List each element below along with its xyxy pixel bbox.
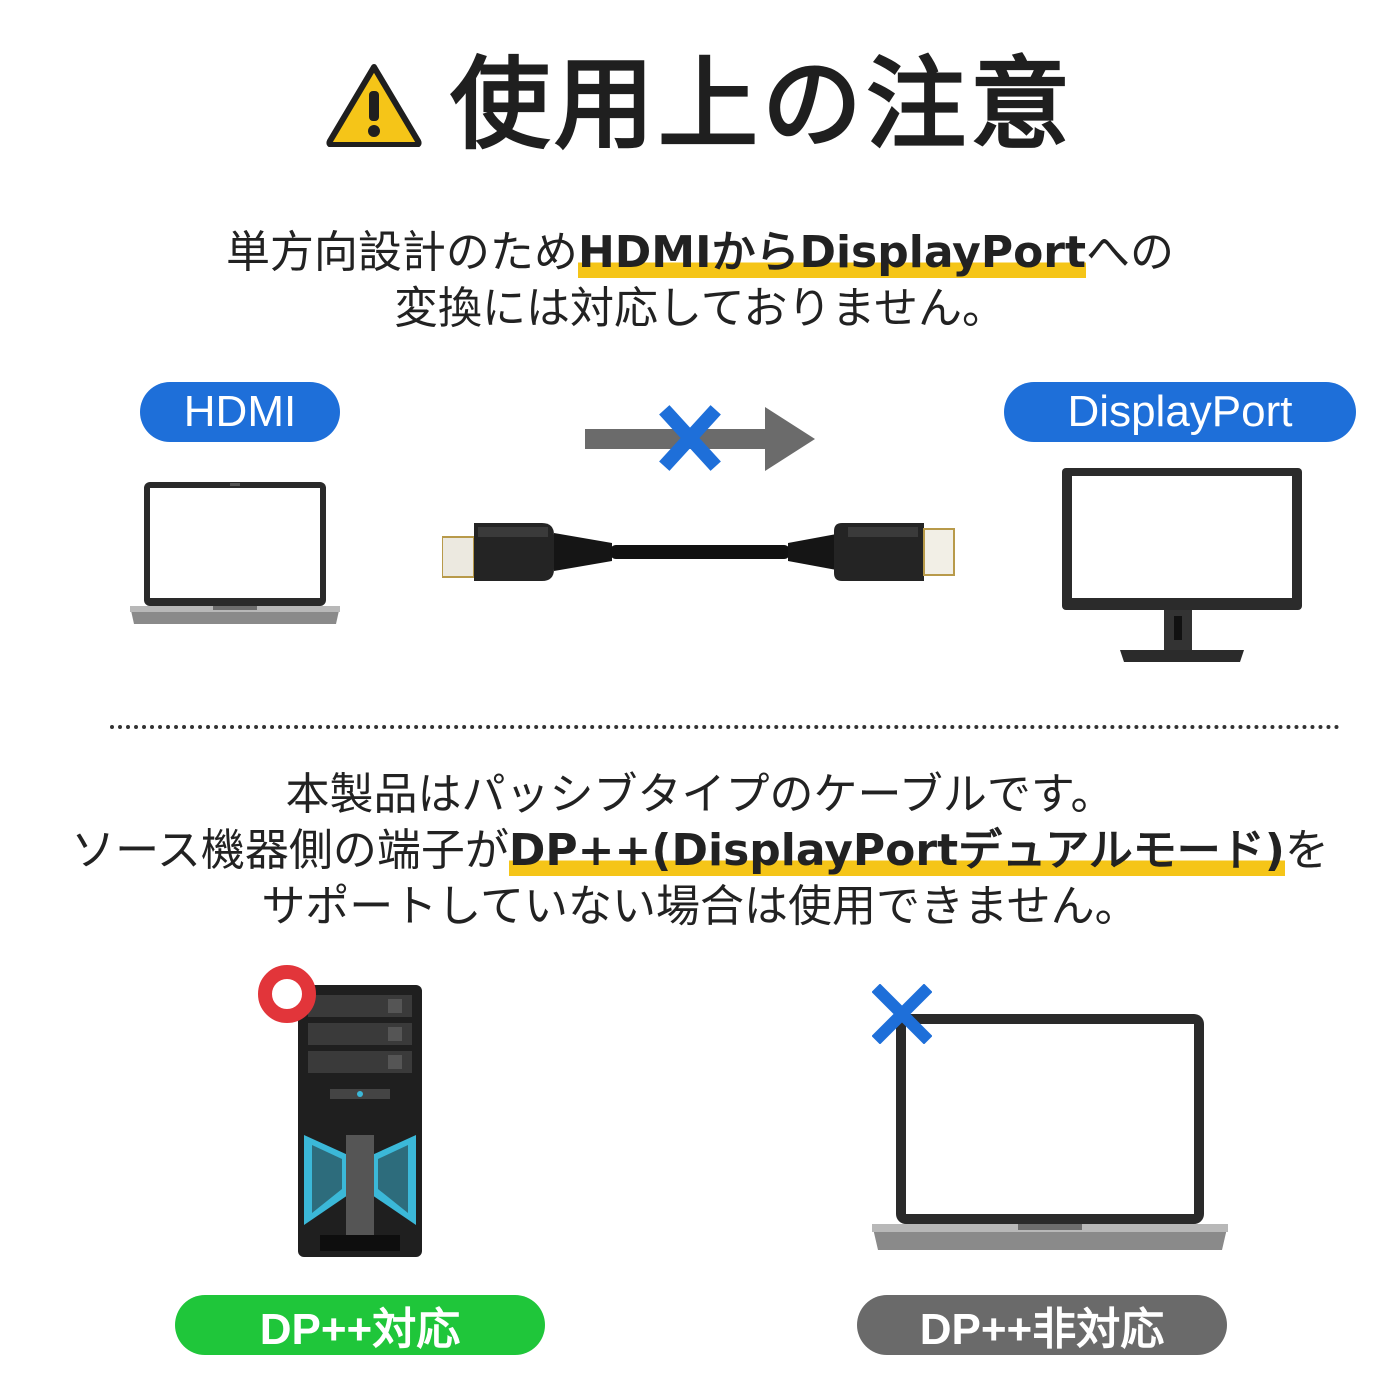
cross-icon [659, 405, 721, 471]
section2-line3: サポートしていない場合は使用できません。 [261, 881, 1139, 932]
dp-supported-label: DP++対応 [175, 1295, 545, 1355]
section1-line1: 単方向設計のためHDMIからDisplayPortへの [225, 227, 1175, 278]
circle-icon [258, 965, 316, 1023]
section2-message: 本製品はパッシブタイプのケーブルです。 ソース機器側の端子がDP++(Displ… [0, 767, 1400, 935]
dp-unsupported-label: DP++非対応 [857, 1295, 1227, 1355]
section1-highlight: HDMIからDisplayPort [577, 227, 1087, 278]
laptop-image-large [872, 1014, 1228, 1250]
page-title-row: 使用上の注意 [0, 40, 1400, 170]
laptop-image [130, 482, 340, 624]
warning-icon [326, 64, 422, 147]
cable-image [442, 523, 955, 581]
hdmi-label: HDMI [140, 382, 340, 442]
pc-tower-image [298, 985, 422, 1257]
page-title: 使用上の注意 [450, 46, 1074, 163]
monitor-image [1062, 468, 1302, 662]
section2-line1: 本製品はパッシブタイプのケーブルです。 [285, 769, 1115, 820]
section-divider [110, 725, 1340, 729]
section2-highlight: DP++(DisplayPortデュアルモード) [508, 825, 1285, 876]
section1-line2: 変換には対応しておりません。 [393, 283, 1007, 334]
arrow-icon [585, 405, 815, 471]
section2-line2: ソース機器側の端子がDP++(DisplayPortデュアルモード)を [71, 825, 1329, 876]
displayport-label: DisplayPort [1004, 382, 1356, 442]
cross-icon [872, 984, 932, 1044]
section1-message: 単方向設計のためHDMIからDisplayPortへの 変換には対応しておりませ… [0, 225, 1400, 337]
